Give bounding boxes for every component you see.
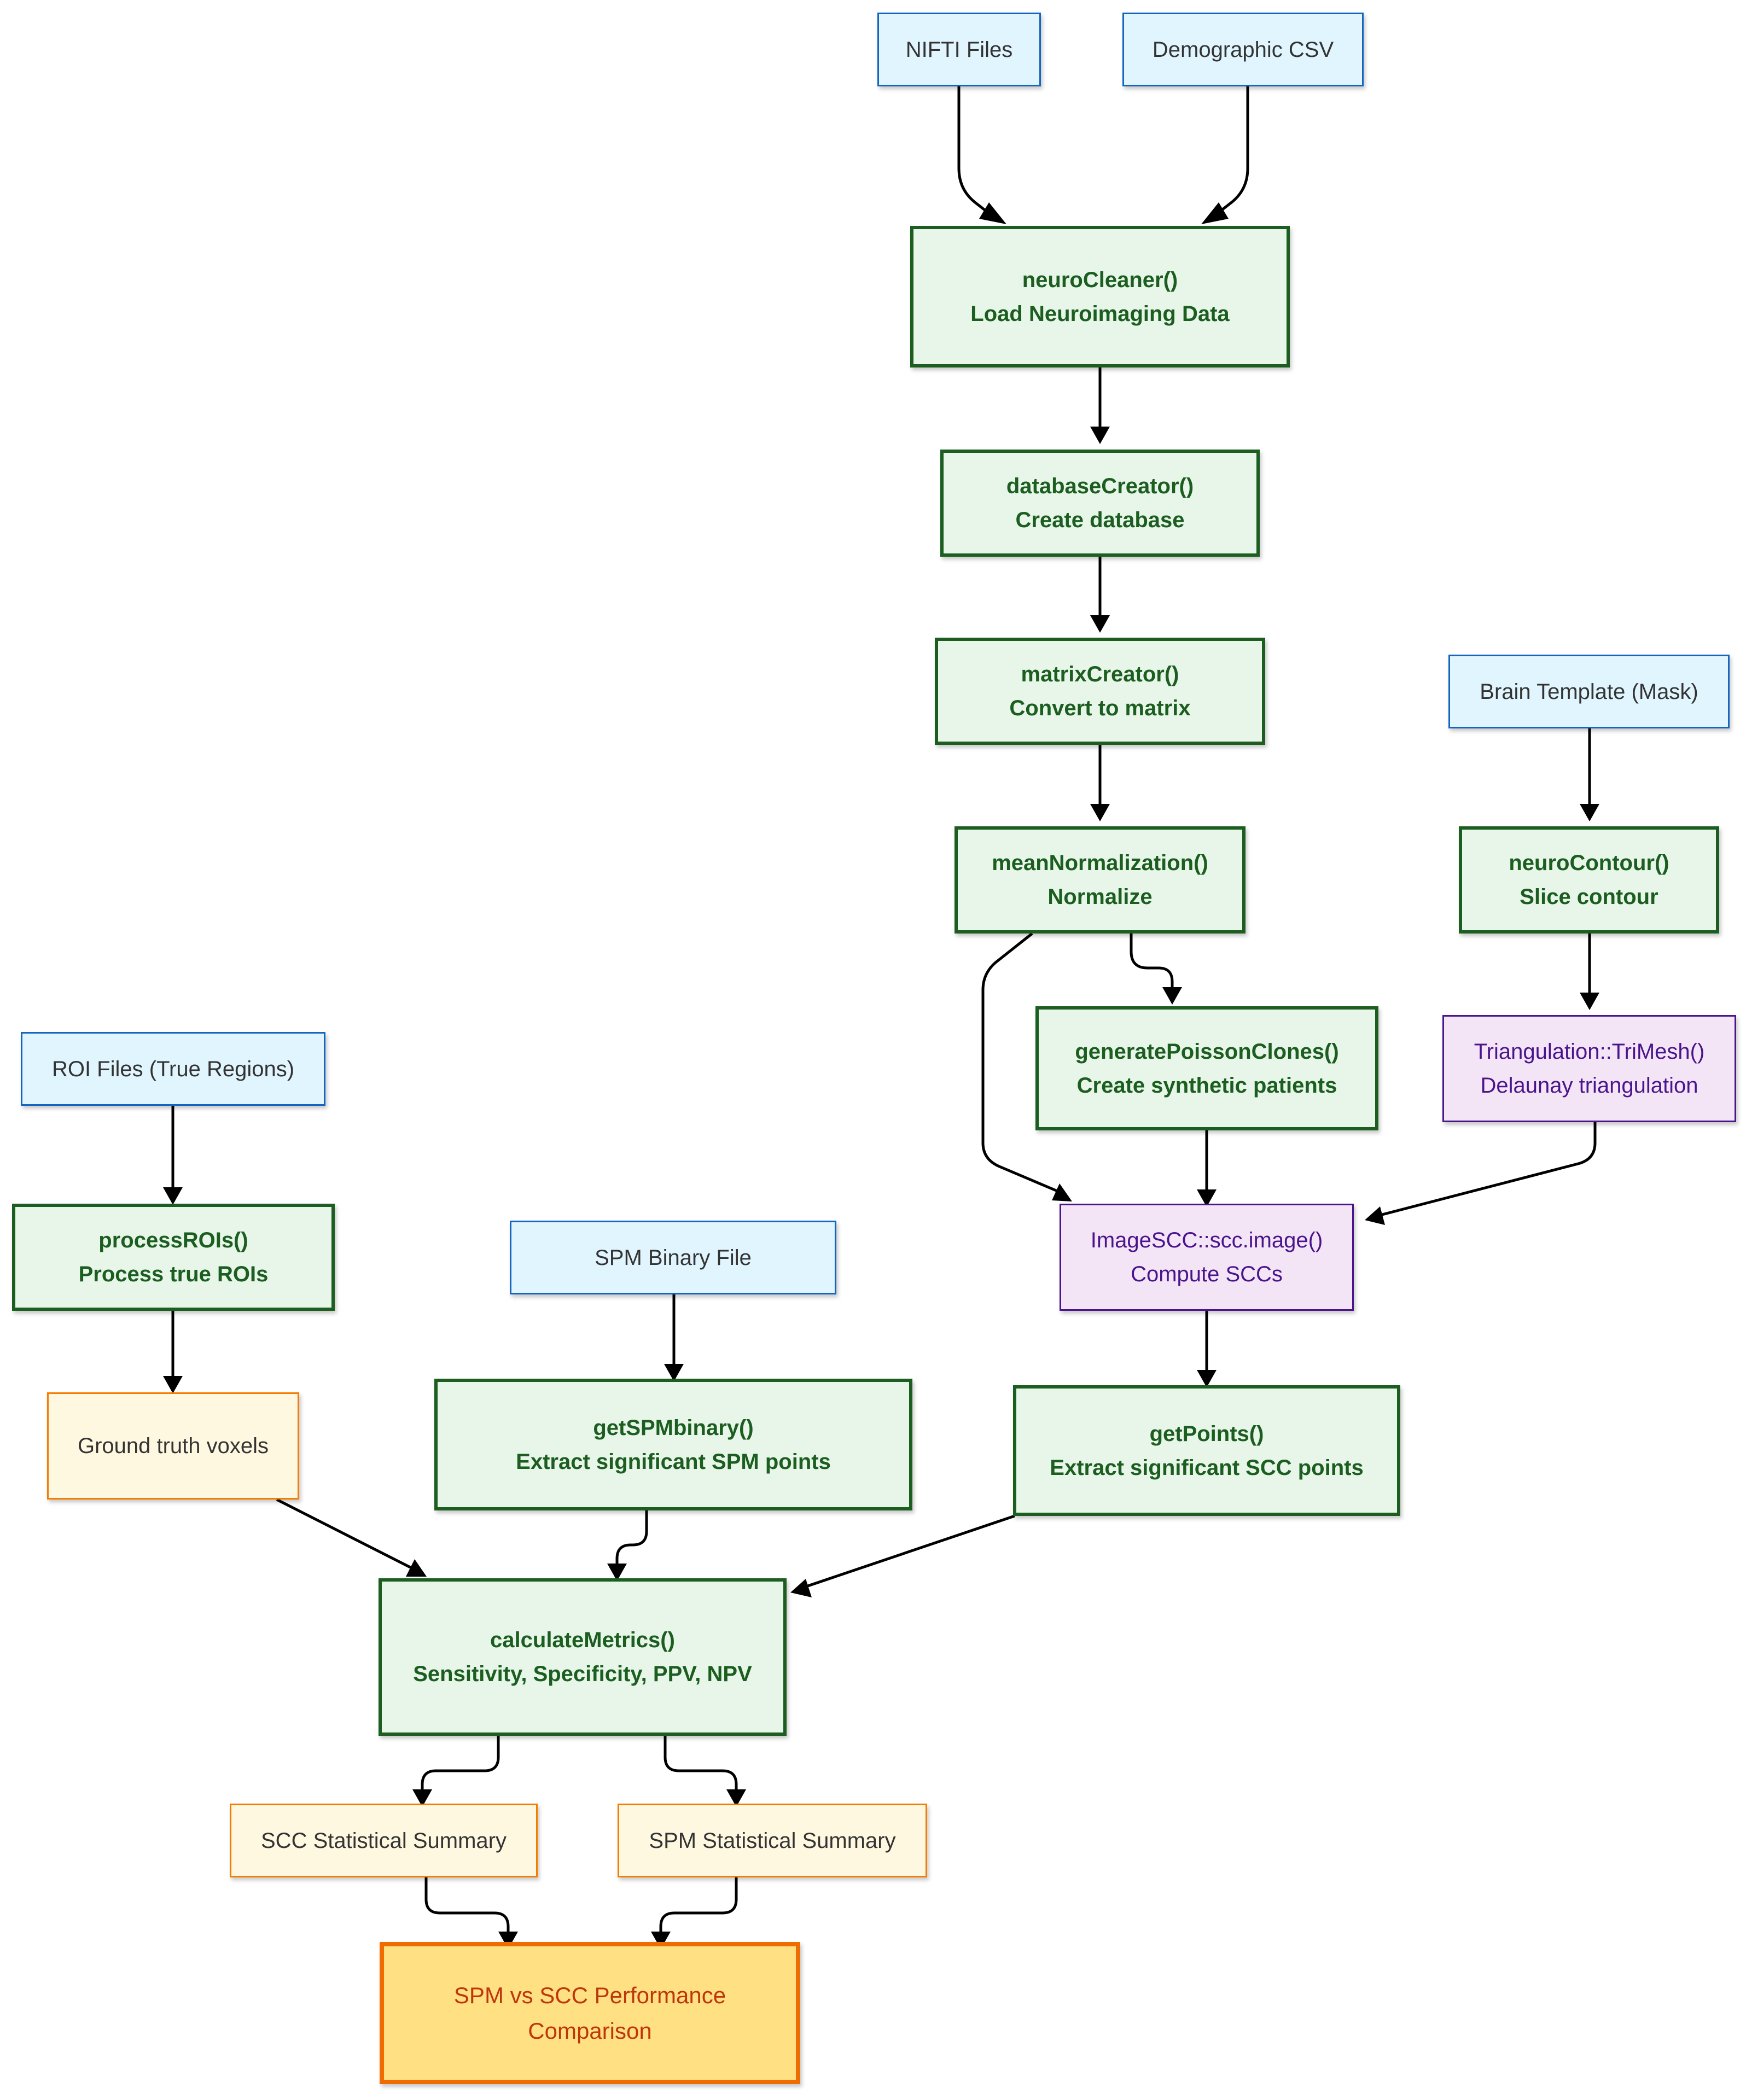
- node-subtitle: Slice contour: [1520, 885, 1658, 909]
- node-title: generatePoissonClones(): [1075, 1039, 1339, 1064]
- node-title: Triangulation::TriMesh(): [1474, 1040, 1705, 1064]
- node-title: neuroContour(): [1509, 851, 1669, 875]
- arrowhead: [790, 1579, 812, 1597]
- node-title: neuroCleaner(): [1022, 267, 1178, 292]
- node-title: calculateMetrics(): [490, 1628, 675, 1652]
- node-title: processROIs(): [98, 1228, 248, 1252]
- arrowhead: [664, 1364, 684, 1381]
- node-title: meanNormalization(): [992, 851, 1208, 875]
- edge-getpoints-to-calculatemetrics: [801, 1514, 1015, 1590]
- arrowhead: [1052, 1183, 1072, 1201]
- arrowhead: [726, 1789, 746, 1807]
- matrixcreator-node: matrixCreator() Convert to matrix: [935, 638, 1265, 745]
- arrowhead: [406, 1559, 427, 1577]
- arrowhead: [163, 1376, 183, 1393]
- edge-groundtruth-to-calculatemetrics: [276, 1498, 417, 1572]
- performance-comparison-node: SPM vs SCC Performance Comparison: [380, 1942, 800, 2084]
- neurocleaner-node: neuroCleaner() Load Neuroimaging Data: [910, 226, 1290, 368]
- arrowhead: [651, 1932, 671, 1949]
- getspmbinary-node: getSPMbinary() Extract significant SPM p…: [434, 1379, 912, 1510]
- generatepoissonclones-node: generatePoissonClones() Create synthetic…: [1035, 1006, 1378, 1130]
- node-subtitle: Convert to matrix: [1009, 696, 1191, 720]
- arrowhead: [1365, 1206, 1385, 1225]
- node-label: SPM Statistical Summary: [649, 1828, 896, 1853]
- arrowhead: [1090, 427, 1110, 444]
- arrowhead: [1201, 202, 1229, 224]
- arrowhead: [1580, 804, 1599, 821]
- node-subtitle: Extract significant SCC points: [1050, 1455, 1364, 1480]
- node-label: Demographic CSV: [1152, 37, 1334, 62]
- edge-sccsummary-to-final: [424, 1877, 510, 1933]
- node-subtitle: Comparison: [528, 2018, 652, 2044]
- edge-triangulation-to-imagescc: [1377, 1122, 1597, 1217]
- triangulation-node: Triangulation::TriMesh() Delaunay triang…: [1442, 1015, 1736, 1122]
- node-label: SCC Statistical Summary: [261, 1828, 507, 1853]
- databasecreator-node: databaseCreator() Create database: [940, 450, 1260, 557]
- getpoints-node: getPoints() Extract significant SCC poin…: [1013, 1385, 1400, 1516]
- node-label: ROI Files (True Regions): [51, 1057, 295, 1081]
- edge-calculatemetrics-to-spmsummary: [664, 1736, 738, 1790]
- node-label: Ground truth voxels: [77, 1434, 269, 1458]
- node-subtitle: Load Neuroimaging Data: [970, 301, 1230, 326]
- node-label: SPM Binary File: [595, 1245, 752, 1270]
- node-label: Brain Template (Mask): [1480, 679, 1698, 704]
- arrowhead: [1197, 1370, 1217, 1387]
- node-subtitle: Create database: [1015, 508, 1185, 532]
- arrowhead: [1162, 987, 1182, 1005]
- ground-truth-node: Ground truth voxels: [47, 1392, 299, 1500]
- neurocontour-node: neuroContour() Slice contour: [1459, 826, 1719, 934]
- arrowhead: [979, 202, 1006, 224]
- edge-calculatemetrics-to-sccsummary: [421, 1736, 500, 1790]
- spm-summary-node: SPM Statistical Summary: [618, 1804, 927, 1877]
- node-subtitle: Create synthetic patients: [1076, 1073, 1337, 1098]
- node-title: matrixCreator(): [1021, 662, 1179, 686]
- meannormalization-node: meanNormalization() Normalize: [955, 826, 1246, 934]
- edge-getspmbinary-to-calculatemetrics: [615, 1510, 648, 1565]
- calculatemetrics-node: calculateMetrics() Sensitivity, Specific…: [379, 1578, 787, 1736]
- node-title: getPoints(): [1149, 1421, 1264, 1446]
- processrois-node: processROIs() Process true ROIs: [12, 1204, 335, 1311]
- node-subtitle: Sensitivity, Specificity, PPV, NPV: [413, 1662, 752, 1686]
- edge-meannormalization-to-imagescc: [981, 932, 1064, 1195]
- node-title: SPM vs SCC Performance: [453, 1982, 726, 2008]
- roi-files-node: ROI Files (True Regions): [21, 1032, 325, 1106]
- node-subtitle: Normalize: [1047, 885, 1153, 909]
- brain-template-node: Brain Template (Mask): [1448, 655, 1730, 728]
- node-title: ImageSCC::scc.image(): [1090, 1228, 1323, 1252]
- node-label: NIFTI Files: [905, 37, 1013, 62]
- node-subtitle: Compute SCCs: [1131, 1262, 1283, 1286]
- scc-summary-node: SCC Statistical Summary: [230, 1804, 538, 1877]
- arrowhead: [1090, 615, 1110, 633]
- demographic-csv-node: Demographic CSV: [1122, 13, 1364, 86]
- edge-meannormalization-to-poissonclones: [1130, 934, 1174, 988]
- node-title: databaseCreator(): [1006, 474, 1194, 498]
- edge-spmsummary-to-final: [659, 1877, 738, 1933]
- nifti-files-node: NIFTI Files: [877, 13, 1041, 86]
- edge-nifti-to-neurocleaner: [957, 86, 990, 214]
- node-subtitle: Process true ROIs: [78, 1262, 269, 1286]
- arrowhead: [412, 1789, 432, 1807]
- node-title: getSPMbinary(): [593, 1415, 754, 1440]
- arrowhead: [1197, 1189, 1217, 1207]
- imagescc-node: ImageSCC::scc.image() Compute SCCs: [1060, 1204, 1354, 1311]
- arrowhead: [498, 1932, 518, 1949]
- arrowhead: [1580, 993, 1599, 1010]
- arrowhead: [163, 1187, 183, 1205]
- node-subtitle: Extract significant SPM points: [516, 1449, 831, 1474]
- arrowhead: [607, 1564, 627, 1581]
- spm-binary-file-node: SPM Binary File: [510, 1221, 836, 1294]
- node-subtitle: Delaunay triangulation: [1480, 1074, 1698, 1098]
- arrowhead: [1090, 804, 1110, 821]
- edge-demographic-to-neurocleaner: [1217, 86, 1249, 214]
